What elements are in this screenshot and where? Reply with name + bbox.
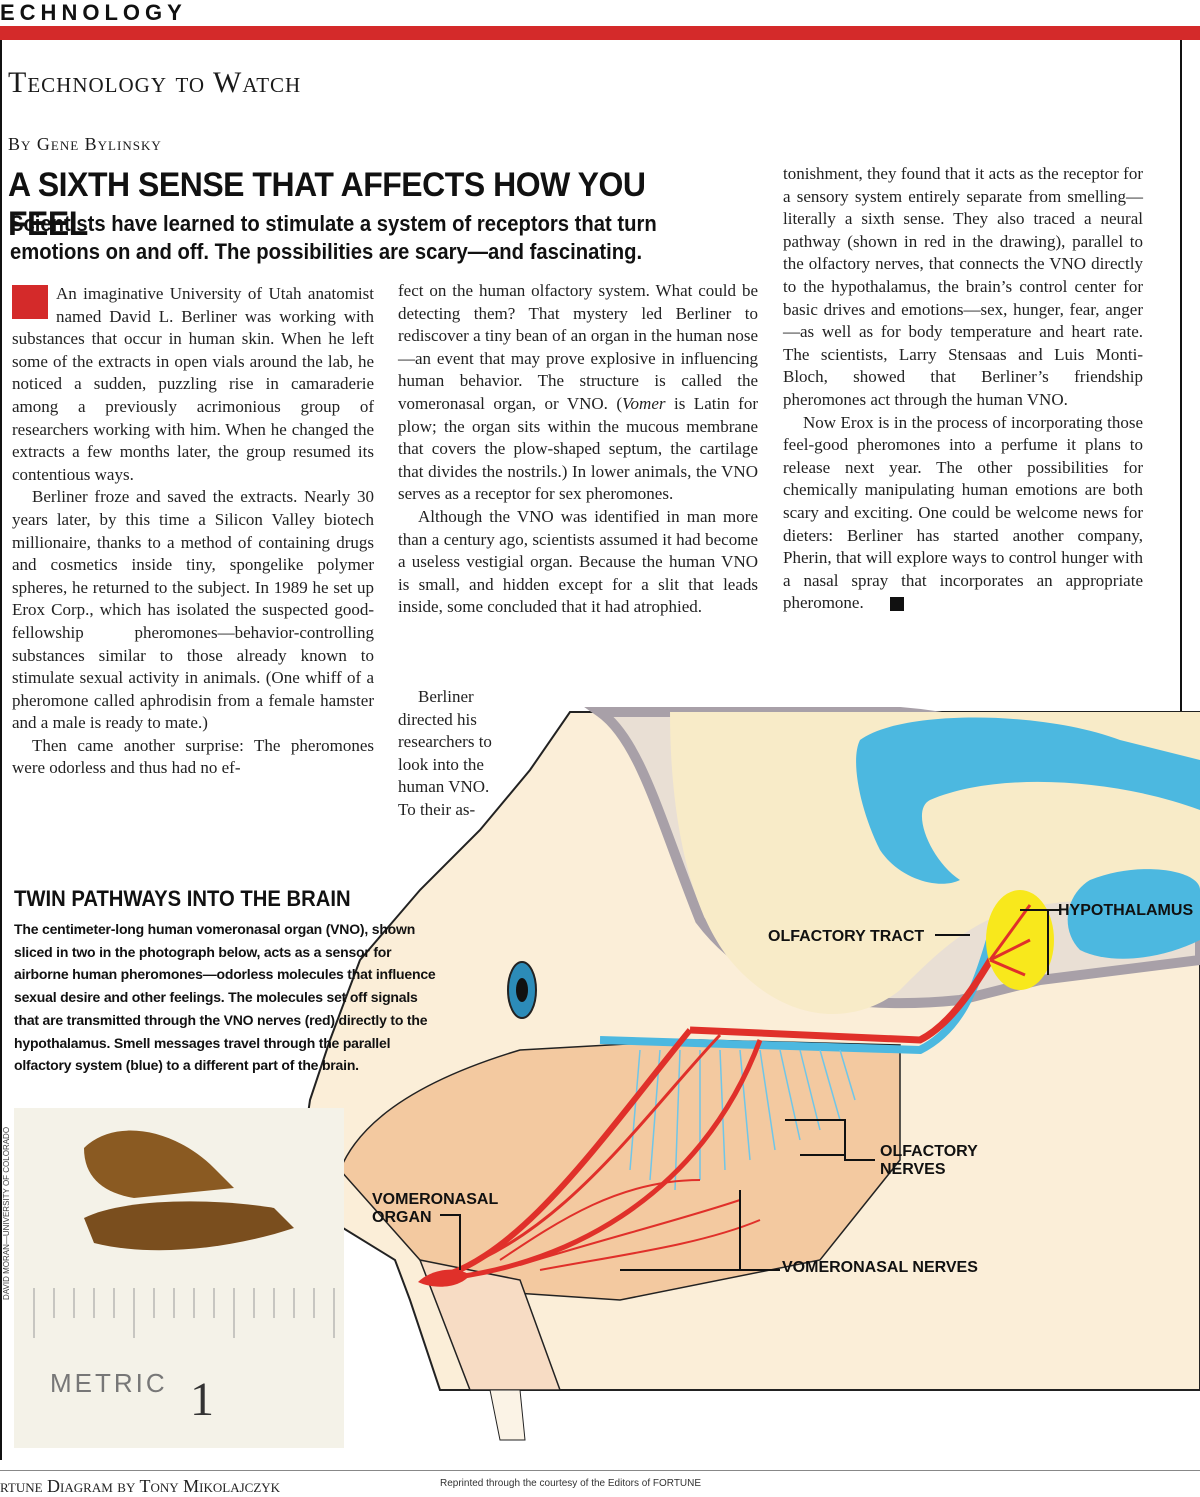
paragraph: tonishment, they found that it acts as t… [783,164,1143,409]
left-frame-rule [0,40,2,1460]
article-column-2-tail: Berliner directed his researchers to loo… [398,686,508,822]
eye-icon [507,961,537,1019]
hypothalamus-arrows [988,904,1032,977]
byline: By Gene Bylinsky [8,134,162,154]
reprint-notice: Reprinted through the courtesy of the Ed… [440,1478,702,1489]
ventricle-lower [1067,869,1200,959]
paragraph: Then came another surprise: The pheromon… [12,735,374,778]
olfactory-nerves [629,1049,856,1191]
caption-body: The centimeter-long human vomeronasal or… [14,921,436,1074]
label-vno-line2: ORGAN [372,1209,432,1226]
paragraph: An imaginative University of Utah anatom… [12,284,374,484]
ventricle [856,717,1200,884]
red-header-rule [0,26,1200,40]
photo-credit: DAVID MORAN—UNIVERSITY OF COLORADO [2,1126,11,1300]
vno-photo [14,1108,344,1448]
article-column-2: fect on the human olfactory system. What… [398,280,758,619]
anatomy-diagram [298,707,1200,1441]
hypothalamus [986,890,1054,990]
label-hypothalamus: HYPOTHALAMUS [1058,902,1194,919]
drop-box [12,285,48,319]
right-frame-rule [1180,40,1182,720]
tooth [489,1389,526,1441]
section-tag: ECHNOLOGY [0,0,187,25]
paragraph: Berliner froze and saved the extracts. N… [12,487,374,733]
bottom-rule [0,1470,1200,1471]
paragraph: Berliner directed his researchers to loo… [398,687,492,819]
paragraph: Although the VNO was identified in man m… [398,506,758,617]
end-mark-icon: F [889,597,916,612]
caption-title: TWIN PATHWAYS INTO THE BRAIN [14,886,351,911]
article-column-1: An imaginative University of Utah anatom… [12,283,374,780]
article-column-3: tonishment, they found that it acts as t… [783,163,1143,615]
paragraph: Now Erox is in the process of incorporat… [783,412,1143,613]
label-olfactory-tract: OLFACTORY TRACT [768,928,925,945]
ruler-ticks [33,1288,335,1338]
label-vno-line1: VOMERONASAL [372,1191,499,1208]
headline: A SIXTH SENSE THAT AFFECTS HOW YOU FEEL [8,166,646,243]
vomeronasal-nerves [429,908,1024,1283]
vno-specimen-bottom [84,1201,294,1251]
label-olfactory-nerves-line1: OLFACTORY [880,1143,978,1160]
paragraph: fect on the human olfactory system. What… [398,281,758,504]
vno-specimen-top [84,1130,234,1198]
label-olfactory-nerves-line2: NERVES [880,1161,946,1178]
ruler-number: 1 [190,1373,214,1426]
vno-organ [418,1269,470,1287]
nasal-cavity [339,1039,901,1301]
label-vomeronasal-nerves: VOMERONASAL NERVES [782,1259,978,1276]
diagram-credit: rtune Diagram by Tony Mikolajczyk [0,1476,281,1496]
deck: Scientists have learned to stimulate a s… [10,211,657,264]
leader-lines [440,909,1060,1271]
kicker: Technology to Watch [8,66,302,99]
ruler-text: METRIC [50,1368,168,1398]
olfactory-tract [599,938,994,1055]
